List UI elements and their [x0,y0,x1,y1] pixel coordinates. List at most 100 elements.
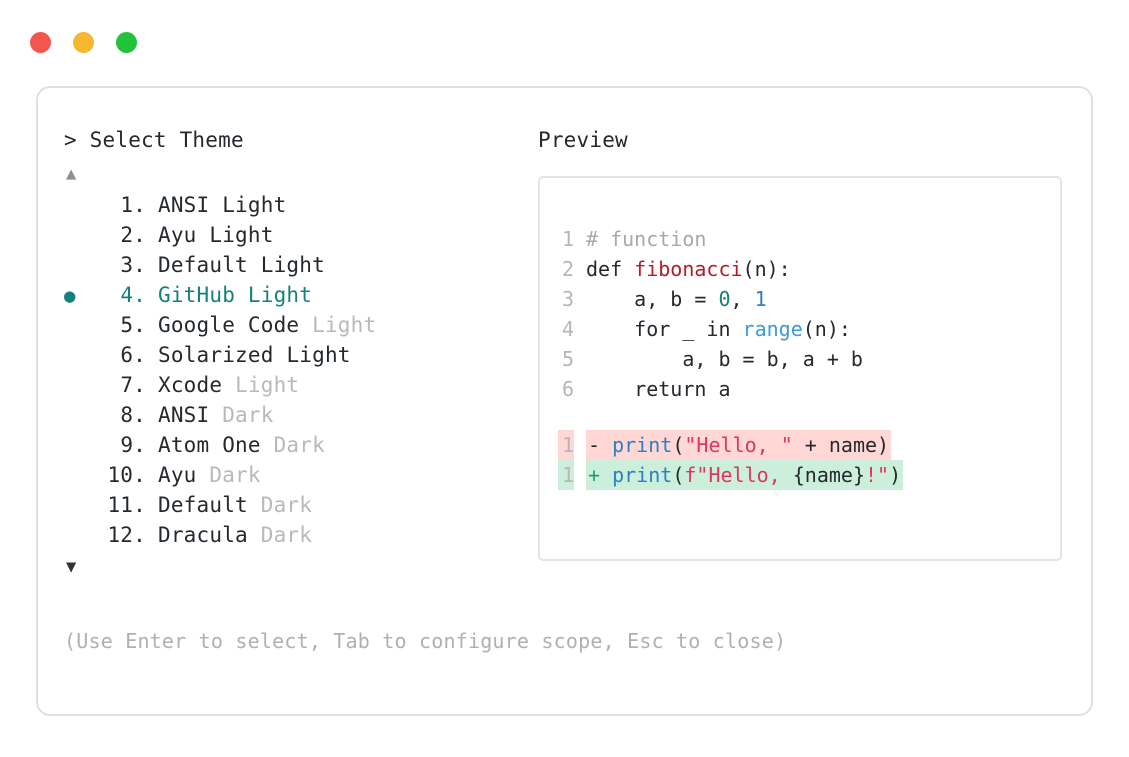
selection-bullet-icon: ● [64,311,94,341]
code-spacer [540,404,1060,430]
code-token: , [730,287,755,311]
line-number: 2 [561,257,574,281]
code-token: # function [586,227,707,251]
theme-list-item[interactable]: ●2.Ayu Light [64,220,534,250]
selection-bullet-icon: ● [64,341,94,371]
diff-added-line: 1 + print(f"Hello, {name}!") [540,460,1060,490]
theme-list-item[interactable]: ●9.Atom One Dark [64,430,534,460]
diff-sign: - [588,433,613,457]
selection-bullet-icon: ● [64,251,94,281]
theme-item-variant: Light [286,343,351,367]
theme-item-number: 4. [120,283,146,307]
theme-list-item[interactable]: ●11.Default Dark [64,490,534,520]
theme-list-item[interactable]: ●12.Dracula Dark [64,520,534,550]
theme-list-item[interactable]: ●5.Google Code Light [64,310,534,340]
diff-line-text: - print("Hello, " + name) [586,430,892,460]
close-button[interactable] [30,32,51,53]
line-number: 6 [561,377,574,401]
code-token: ( [672,463,685,487]
maximize-button[interactable] [116,32,137,53]
theme-item-name: Dracula [158,523,248,547]
keyboard-hint: (Use Enter to select, Tab to configure s… [64,629,787,653]
code-line: 5 a, b = b, a + b [540,344,1060,374]
code-token: a, b = [586,287,719,311]
theme-item-number: 1. [120,193,146,217]
code-token: fibonacci [634,257,743,281]
code-token: 0 [718,287,731,311]
theme-item-name: Default [158,493,248,517]
theme-list[interactable]: ●1.ANSI Light●2.Ayu Light●3.Default Ligh… [64,190,534,550]
theme-item-name: Atom One [158,433,261,457]
diff-removed-line: 1- print("Hello, " + name) [540,430,1060,460]
theme-item-name: Ayu [158,463,197,487]
theme-picker-card: > Select Theme ▲ ●1.ANSI Light●2.Ayu Lig… [36,86,1093,716]
code-token: a, b = b, a + b [586,347,863,371]
theme-item-number: 11. [107,493,146,517]
code-token: + name) [792,433,890,457]
diff-block: 1- print("Hello, " + name)1 + print(f"Hel… [540,430,1060,490]
theme-item-name: Xcode [158,373,223,397]
code-token: (n): [742,257,791,281]
code-token: return a [586,377,731,401]
theme-item-number: 9. [120,433,146,457]
code-token: f"Hello, [684,463,793,487]
theme-list-item[interactable]: ● 10. Ayu Dark [64,460,534,490]
code-token: for _ in [586,317,743,341]
theme-item-name: Google Code [158,313,300,337]
code-line-text: a, b = 0, 1 [586,284,767,314]
theme-list-item[interactable]: ●3.Default Light [64,250,534,280]
code-line-text: a, b = b, a + b [586,344,863,374]
theme-item-space [248,520,261,550]
code-line: 3 a, b = 0, 1 [540,284,1060,314]
theme-list-item[interactable]: ●7.Xcode Light [64,370,534,400]
code-token: ( [672,433,685,457]
theme-item-space [222,370,235,400]
line-number: 1 [561,227,574,251]
theme-item-name: Default [158,253,248,277]
theme-item-variant: Dark [209,463,261,487]
selection-bullet-icon: ● [64,431,94,461]
theme-item-number: 10. [107,463,146,487]
theme-item-number: 7. [120,373,146,397]
theme-item-variant: Light [222,193,287,217]
minimize-button[interactable] [73,32,94,53]
theme-list-item[interactable]: ●1.ANSI Light [64,190,534,220]
code-token: (n): [802,317,851,341]
theme-item-space [261,430,274,460]
window-traffic-lights [30,32,137,53]
diff-sign: + [588,463,613,487]
code-token: !" [864,463,890,487]
line-number: 5 [561,347,574,371]
code-token: 1 [754,287,767,311]
theme-item-name: Ayu [158,223,197,247]
theme-list-item[interactable]: ●6.Solarized Light [64,340,534,370]
theme-item-number: 12. [107,523,146,547]
theme-item-space [197,220,210,250]
preview-title: Preview [538,128,628,152]
theme-item-variant: Light [209,223,274,247]
theme-item-space [197,460,210,490]
theme-item-name: ANSI [158,403,210,427]
theme-item-space [274,340,287,370]
code-line-text: # function [586,224,706,254]
code-line-text: for _ in range(n): [586,314,851,344]
scroll-up-icon[interactable]: ▲ [66,164,77,184]
code-token: {name} [792,463,865,487]
scroll-down-icon[interactable]: ▼ [66,557,77,577]
theme-item-space [235,280,248,310]
theme-list-item[interactable]: ●8.ANSI Dark [64,400,534,430]
selection-bullet-icon: ● [64,461,94,491]
theme-item-number: 5. [120,313,146,337]
theme-item-number: 6. [120,343,146,367]
diff-line-text: + print(f"Hello, {name}!") [586,460,904,490]
theme-item-number: 8. [120,403,146,427]
theme-item-space [248,490,261,520]
line-number: 1 [558,460,574,490]
code-token: ) [889,463,902,487]
selection-bullet-icon: ● [64,521,94,551]
theme-list-item[interactable]: ●4.GitHub Light [64,280,534,310]
code-token: "Hello, " [684,433,793,457]
